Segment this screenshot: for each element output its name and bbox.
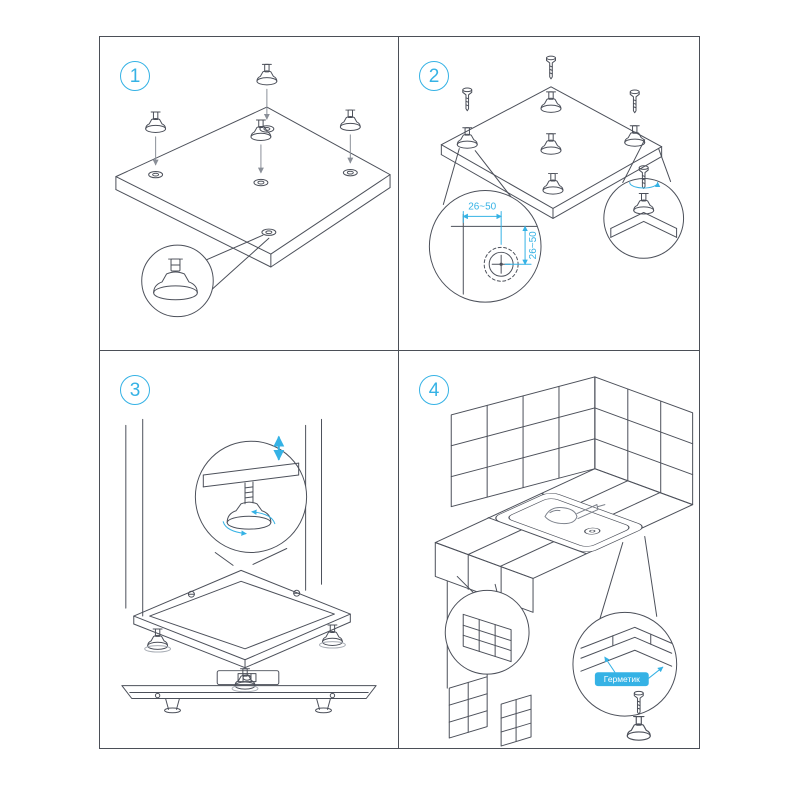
side-view-feet (164, 698, 332, 714)
shower-tray (495, 493, 643, 553)
insert-arrow-icons (152, 88, 354, 174)
rotate-arrow-icon (251, 509, 276, 525)
side-view-with-level (121, 670, 377, 714)
rotate-arrow-icon (629, 181, 661, 189)
step-number: 1 (129, 65, 141, 87)
zoom-circle-foot-detail (141, 244, 214, 318)
dimension-callout-circle: 26~50 26~50 (428, 190, 542, 303)
foot-holes (148, 125, 358, 236)
tray-base-board (115, 106, 391, 268)
panel-3: 3 (100, 351, 399, 748)
spirit-level (216, 670, 280, 686)
panel-2: 2 (399, 37, 699, 351)
panel-1-illustration (115, 63, 391, 318)
panel-4-illustration: Герметик (434, 376, 694, 747)
step-number: 2 (428, 65, 440, 87)
step-number-badge: 4 (419, 375, 449, 405)
zoom-circle-sealant-detail: Герметик (572, 611, 678, 717)
lower-tiled-pillar (448, 676, 488, 739)
step-number-badge: 1 (120, 61, 150, 91)
right-wall-tiles (594, 376, 694, 506)
step-number: 3 (129, 379, 141, 401)
dimension-label-vertical: 26~50 (528, 231, 539, 259)
panel-2-illustration: 26~50 26~50 (428, 55, 685, 303)
step-number-badge: 3 (120, 375, 150, 405)
fixing-screws (462, 55, 640, 114)
instruction-sheet: 1 (99, 36, 700, 749)
step-number: 4 (428, 379, 440, 401)
dimension-lines (462, 210, 532, 266)
zoom-circle-screw-detail (603, 165, 685, 259)
left-wall-tiles (450, 376, 596, 508)
panel-4: 4 (399, 351, 699, 748)
sealant-arrow-icon (648, 666, 664, 679)
shower-tray (133, 569, 351, 669)
dimension-label-horizontal: 26~50 (468, 201, 496, 212)
adjustable-feet (145, 63, 361, 141)
zoom-circle-tile-detail (444, 589, 530, 675)
sealant-arrow-icon (604, 656, 616, 673)
zoom-circle-adjust-detail (194, 435, 308, 553)
sealant-label: Герметик (604, 674, 640, 684)
panel-1: 1 (100, 37, 399, 351)
sealant-label-box (594, 672, 649, 687)
adjustable-feet (456, 91, 646, 195)
hand-with-sealant-gun (544, 504, 606, 525)
step-number-badge: 2 (419, 61, 449, 91)
panel-3-illustration (121, 418, 377, 714)
zoom-leader-lines (214, 548, 288, 566)
lower-tiled-pillar (500, 694, 532, 747)
rotate-arrow-icon (222, 521, 247, 536)
